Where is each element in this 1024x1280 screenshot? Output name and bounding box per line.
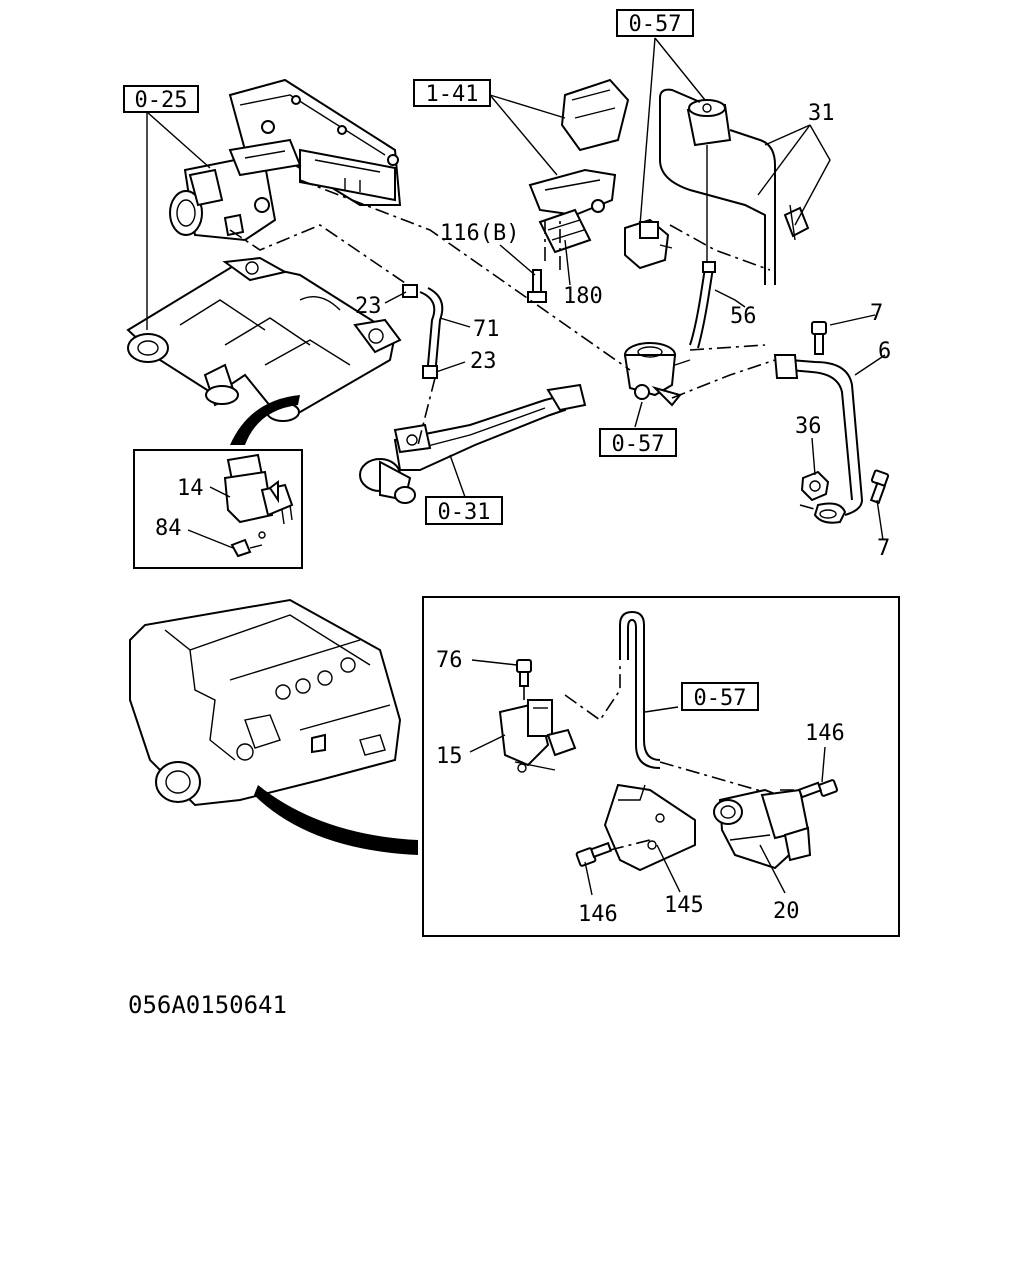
label-23-lower: 23 bbox=[470, 349, 497, 374]
ref-box-0-57-mid: 0-57 bbox=[599, 428, 677, 457]
label-146-left: 146 bbox=[578, 902, 618, 927]
egr-pipe-6 bbox=[773, 354, 864, 524]
leader-lines-top bbox=[229, 179, 819, 511]
engine-block bbox=[129, 598, 418, 855]
throttle-body bbox=[169, 138, 302, 242]
leader-lines-labels bbox=[146, 37, 886, 896]
ref-0-25-text: 0-25 bbox=[135, 88, 188, 113]
solenoid-valve-top bbox=[624, 218, 673, 270]
intake-plenum bbox=[228, 78, 402, 206]
label-76: 76 bbox=[436, 648, 463, 673]
label-180: 180 bbox=[563, 284, 603, 309]
label-71: 71 bbox=[473, 317, 500, 342]
label-146-right: 146 bbox=[805, 721, 845, 746]
vacuum-hoses-31 bbox=[659, 88, 810, 285]
label-7-upper: 7 bbox=[870, 301, 883, 326]
ignition-module bbox=[528, 78, 630, 254]
inset-egr-box bbox=[422, 596, 900, 937]
label-14: 14 bbox=[177, 476, 204, 501]
intake-manifold bbox=[126, 256, 402, 422]
label-6: 6 bbox=[878, 339, 891, 364]
nut-36 bbox=[800, 470, 830, 502]
inset-pointer-upper bbox=[230, 395, 300, 445]
bolt-116b bbox=[527, 269, 547, 303]
ref-0-57-mid-text: 0-57 bbox=[612, 432, 665, 457]
label-145: 145 bbox=[664, 893, 704, 918]
label-7-lower: 7 bbox=[877, 536, 890, 561]
ref-box-0-31: 0-31 bbox=[425, 496, 503, 525]
label-15: 15 bbox=[436, 744, 463, 769]
ref-1-41-text: 1-41 bbox=[426, 82, 479, 107]
egr-valve-mid bbox=[623, 342, 691, 407]
bolt-7-lower bbox=[869, 469, 890, 505]
bolt-7-upper bbox=[811, 321, 827, 355]
label-23-upper: 23 bbox=[355, 294, 382, 319]
label-20: 20 bbox=[773, 899, 800, 924]
diagram-code: 056A0150641 bbox=[128, 991, 287, 1019]
label-84: 84 bbox=[155, 516, 182, 541]
label-116b: 116(B) bbox=[440, 221, 519, 246]
inset-pointer-lower bbox=[254, 785, 418, 855]
ref-0-57-inset-text: 0-57 bbox=[694, 686, 747, 711]
hose-56 bbox=[689, 261, 716, 349]
label-56: 56 bbox=[730, 304, 757, 329]
water-pipe bbox=[359, 383, 587, 504]
ref-box-0-57-inset: 0-57 bbox=[681, 682, 759, 711]
ref-0-57-top-text: 0-57 bbox=[629, 12, 682, 37]
ref-box-0-25: 0-25 bbox=[123, 85, 199, 113]
label-31: 31 bbox=[808, 101, 835, 126]
egr-modulator-top bbox=[686, 99, 732, 268]
label-36: 36 bbox=[795, 414, 822, 439]
ref-box-1-41: 1-41 bbox=[413, 79, 491, 107]
hose-71 bbox=[402, 284, 444, 379]
ref-0-31-text: 0-31 bbox=[438, 500, 491, 525]
ref-box-0-57-top: 0-57 bbox=[616, 9, 694, 37]
inset-solenoid-box bbox=[133, 395, 303, 569]
